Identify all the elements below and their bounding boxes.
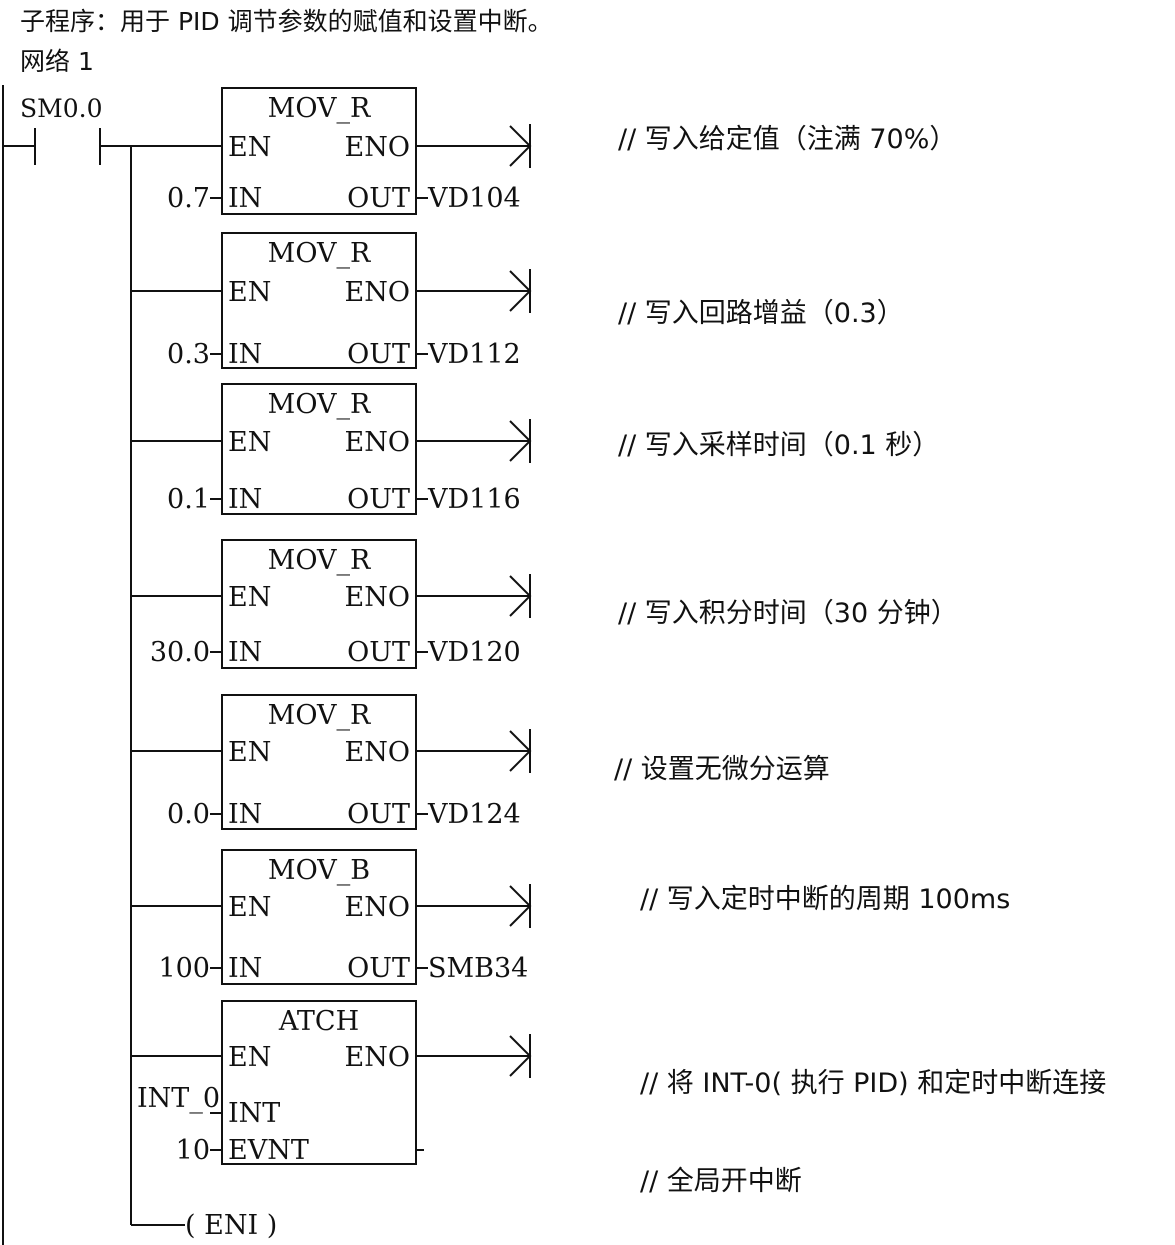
input-value: 0.7 bbox=[167, 183, 210, 214]
network-label: 网络 1 bbox=[20, 47, 94, 76]
eni-coil-comment: // 全局开中断 bbox=[640, 1166, 802, 1197]
en-pin: EN bbox=[228, 892, 271, 923]
block-comment: // 写入回路增益（0.3） bbox=[618, 298, 904, 329]
output-pin: OUT bbox=[347, 183, 410, 214]
input-value: 30.0 bbox=[150, 637, 210, 668]
box-frame bbox=[221, 232, 417, 369]
block-comment: // 设置无微分运算 bbox=[614, 754, 830, 785]
block-2: MOV_R EN ENO IN 0.3 OUT VD112 // 写入回路增益（0.3） bbox=[131, 232, 904, 370]
eni-coil: ( ENI ) bbox=[131, 1210, 277, 1241]
input-value: 0.3 bbox=[167, 339, 210, 370]
box-name: MOV_R bbox=[268, 700, 371, 731]
eno-pin: ENO bbox=[345, 277, 410, 308]
output-pin: OUT bbox=[347, 339, 410, 370]
input-pin: IN bbox=[228, 484, 262, 515]
eno-pin: ENO bbox=[345, 132, 410, 163]
block-comment: // 写入定时中断的周期 100ms bbox=[640, 884, 1010, 915]
output-value: SMB34 bbox=[428, 953, 528, 984]
output-value: VD116 bbox=[427, 484, 521, 515]
output-pin: OUT bbox=[347, 953, 410, 984]
input-value: 100 bbox=[158, 953, 210, 984]
input-pin: IN bbox=[228, 799, 262, 830]
input-value: 0.0 bbox=[167, 799, 210, 830]
block-6: MOV_B EN ENO IN 100 OUT SMB34 // 写入定时中断的周期 100m… bbox=[131, 849, 1010, 985]
block-comment: // 写入积分时间（30 分钟） bbox=[618, 598, 958, 629]
box-name: MOV_R bbox=[268, 93, 371, 124]
en-pin: EN bbox=[228, 277, 271, 308]
input-value: INT_0 bbox=[137, 1083, 220, 1114]
box-frame bbox=[221, 383, 417, 515]
contact-sm0-0: SM0.0 bbox=[3, 94, 222, 165]
box-name: MOV_R bbox=[268, 545, 371, 576]
eni-coil-label: ( ENI ) bbox=[185, 1210, 277, 1241]
eno-pin: ENO bbox=[345, 1042, 410, 1073]
input-pin: INT bbox=[228, 1098, 280, 1129]
block-comment: // 写入采样时间（0.1 秒） bbox=[618, 430, 939, 461]
input-pin: IN bbox=[228, 183, 262, 214]
input-pin: IN bbox=[228, 637, 262, 668]
output-value: VD124 bbox=[427, 799, 521, 830]
eno-pin: ENO bbox=[345, 892, 410, 923]
box-name: MOV_B bbox=[268, 855, 370, 886]
en-pin: EN bbox=[228, 737, 271, 768]
output-value: VD104 bbox=[427, 183, 521, 214]
output-value: VD120 bbox=[427, 637, 521, 668]
output-value: VD112 bbox=[427, 339, 521, 370]
box-frame bbox=[221, 87, 417, 215]
eno-pin: ENO bbox=[345, 582, 410, 613]
en-pin: EN bbox=[228, 132, 271, 163]
input-value: 10 bbox=[176, 1135, 210, 1166]
box-name: ATCH bbox=[278, 1006, 359, 1037]
eno-pin: ENO bbox=[345, 737, 410, 768]
subroutine-title: 子程序：用于 PID 调节参数的赋值和设置中断。 bbox=[20, 7, 553, 36]
block-comment: // 写入给定值（注满 70%） bbox=[618, 124, 956, 155]
box-frame bbox=[221, 849, 417, 985]
input-value: 0.1 bbox=[167, 484, 210, 515]
input-pin: IN bbox=[228, 339, 262, 370]
block-3: MOV_R EN ENO IN 0.1 OUT VD116 // 写入采样时间（0.1 秒） bbox=[131, 383, 939, 515]
box-name: MOV_R bbox=[268, 389, 371, 420]
output-pin: OUT bbox=[347, 637, 410, 668]
contact-label: SM0.0 bbox=[20, 94, 102, 123]
block-4: MOV_R EN ENO IN 30.0 OUT VD120 // 写入积分时间（30 分钟） bbox=[131, 539, 958, 669]
block-5: MOV_R EN ENO IN 0.0 OUT VD124 // 设置无微分运算 bbox=[131, 694, 830, 830]
eno-pin: ENO bbox=[345, 427, 410, 458]
input-pin: EVNT bbox=[228, 1135, 309, 1166]
input-pin: IN bbox=[228, 953, 262, 984]
box-name: MOV_R bbox=[268, 238, 371, 269]
en-pin: EN bbox=[228, 1042, 271, 1073]
en-pin: EN bbox=[228, 582, 271, 613]
output-pin: OUT bbox=[347, 484, 410, 515]
box-frame bbox=[221, 539, 417, 669]
output-pin: OUT bbox=[347, 799, 410, 830]
en-pin: EN bbox=[228, 427, 271, 458]
block-comment: // 将 INT-0( 执行 PID) 和定时中断连接 bbox=[640, 1068, 1106, 1099]
box-frame bbox=[221, 694, 417, 830]
box-frame bbox=[221, 1000, 417, 1165]
block-1: MOV_R EN ENO IN 0.7 OUT VD104 // 写入给定值（注满 70%） bbox=[167, 87, 956, 215]
